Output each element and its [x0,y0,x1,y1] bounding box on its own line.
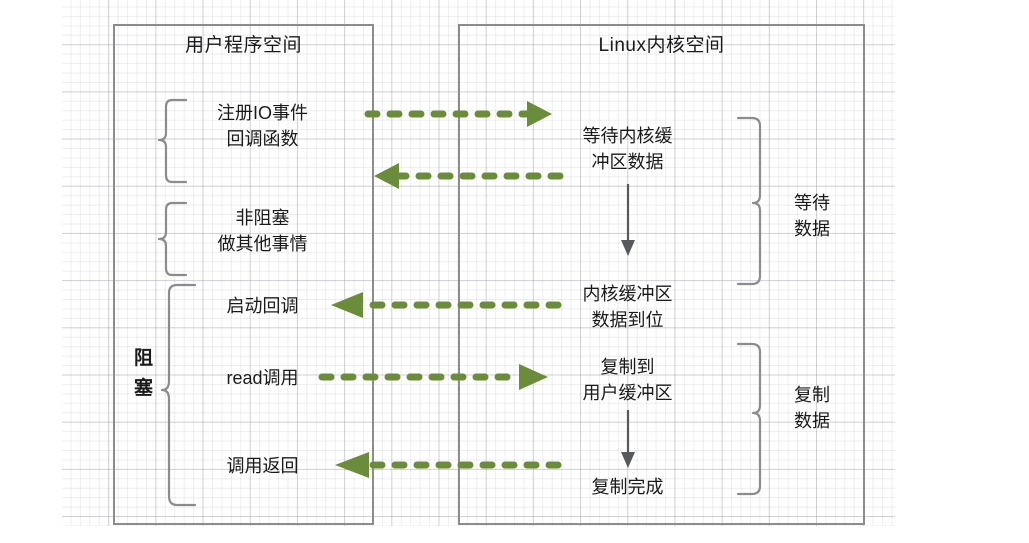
label-copy-data-group: 复制 数据 [794,385,830,431]
label-call-return: 调用返回 [226,456,299,476]
user-space-box [113,24,374,525]
label-register-io-callback: 注册IO事件 回调函数 [216,103,308,149]
label-copy-done: 复制完成 [591,477,664,497]
label-nonblocking-do-other: 非阻塞 做其他事情 [217,208,308,254]
label-read-call: read调用 [226,368,299,388]
kernel-space-box [458,24,865,525]
label-kernel-buffer-ready: 内核缓冲区 数据到位 [582,284,673,330]
user-space-title: 用户程序空间 [184,35,302,56]
label-wait-data-group: 等待 数据 [794,193,830,239]
label-wait-kernel-buffer: 等待内核缓 冲区数据 [582,126,673,172]
label-copy-to-user-buffer: 复制到 用户缓冲区 [582,357,673,403]
label-blocking: 阻 塞 [133,348,154,399]
label-start-callback: 启动回调 [226,296,299,316]
kernel-space-title: Linux内核空间 [598,35,725,56]
